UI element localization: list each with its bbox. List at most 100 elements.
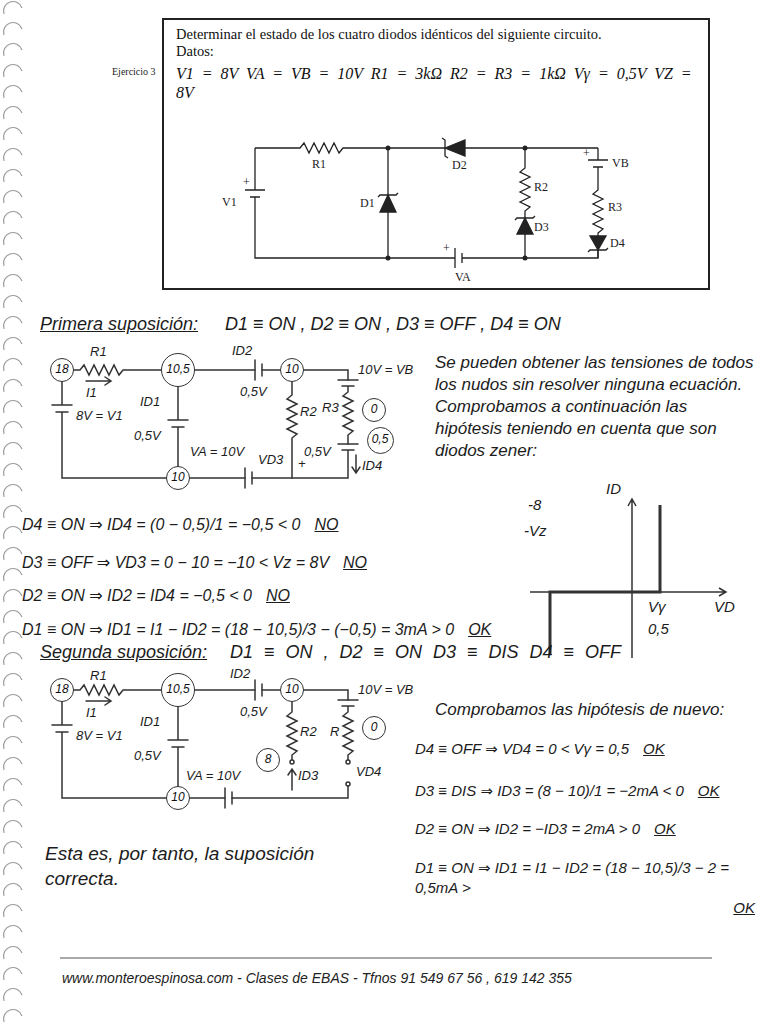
current-name: ID2: [230, 666, 250, 682]
zener-characteristic-graph: [530, 499, 726, 658]
source-value: 8V = V1: [76, 408, 123, 424]
check-line: D2 ≡ ON ⇒ ID2 = −ID3 = 2mA > 0: [415, 820, 640, 838]
polarity-mark: +: [583, 146, 590, 160]
node-voltage: 0: [371, 721, 378, 734]
axis-label: VD: [714, 598, 735, 616]
part-name: R2: [300, 404, 317, 420]
open-terminal: [346, 760, 350, 764]
check-line: D1 ≡ ON ⇒ ID1 = I1 − ID2 = (18 − 10,5)/3…: [22, 620, 454, 639]
diode-symbol: [380, 195, 396, 212]
polarity-mark: +: [243, 175, 250, 189]
part-name: R1: [90, 344, 107, 360]
second-assumption-circuit: [52, 680, 358, 808]
resistor-symbol: [287, 370, 297, 478]
zener-bar: [515, 216, 535, 220]
current-name: I1: [86, 385, 97, 401]
check-line: D1 ≡ ON ⇒ ID1 = I1 − ID2 = (18 − 10,5)/3…: [415, 858, 745, 897]
part-name: R3: [608, 200, 622, 214]
axis-value: 0,5: [648, 620, 669, 638]
first-assumption-circuit: [52, 360, 360, 488]
part-name: D2: [452, 158, 467, 172]
check-line: D3 ≡ OFF ⇒ VD3 = 0 − 10 = −10 < Vz = 8V: [22, 553, 329, 572]
characteristic-curve: [550, 505, 660, 655]
node-voltage: 0,5: [372, 433, 389, 446]
open-terminal: [346, 782, 350, 786]
part-name: R2: [534, 180, 548, 194]
current-name: ID2: [232, 343, 252, 359]
check-heading: Comprobamos las hipótesis de nuevo:: [435, 700, 724, 720]
footer-rule: [60, 958, 712, 959]
source-value: 0,5V: [240, 384, 267, 400]
circled-node-voltage: 10: [166, 466, 190, 490]
verdict: NO: [266, 586, 290, 605]
axis-label: ID: [606, 480, 621, 498]
circled-node-voltage: 10: [166, 786, 190, 810]
node-voltage: 10: [171, 471, 184, 484]
voltage-name: VD4: [356, 764, 381, 780]
current-name: ID1: [140, 714, 160, 730]
current-name: I1: [86, 705, 97, 721]
circled-node-voltage: 10: [280, 678, 304, 702]
zener-bar: [442, 138, 448, 158]
part-name: D3: [534, 220, 549, 234]
open-terminal: [290, 760, 294, 764]
part-name: V1: [222, 195, 237, 209]
verdict: OK: [733, 899, 755, 917]
source-value: 0,5V: [134, 428, 161, 444]
node-voltage: 10: [285, 683, 298, 696]
part-name: R: [330, 724, 339, 740]
resistor-symbol: [338, 700, 358, 762]
verdict: OK: [698, 782, 720, 800]
assumption-heading: Segunda suposición:: [40, 642, 207, 664]
diode-symbol: [590, 236, 606, 250]
assumption-states: D1 ≡ ON , D2 ≡ ON , D3 ≡ OFF , D4 ≡ ON: [225, 314, 561, 336]
part-name: R1: [312, 157, 326, 171]
part-name: R3: [322, 400, 339, 416]
wire: [245, 148, 598, 258]
voltage-name: VD3: [258, 452, 283, 468]
verdict: OK: [643, 740, 665, 758]
problem-statement: Determinar el estado de los cuatro diodo…: [176, 26, 696, 43]
current-name: ID3: [298, 768, 318, 784]
part-name: D1: [360, 196, 375, 210]
circled-node-voltage: 10,5: [161, 673, 195, 707]
circled-node-voltage: 0: [362, 398, 386, 422]
node-voltage: 0: [371, 403, 378, 416]
circled-node-voltage: 18: [50, 678, 74, 702]
conclusion-note: Esta es, por tanto, la suposición correc…: [45, 842, 345, 891]
circled-node-voltage: 18: [50, 358, 74, 382]
source-value: VA = 10V: [186, 768, 240, 784]
battery-symbol: [225, 788, 232, 808]
data-heading: Datos:: [176, 43, 696, 60]
assumption-heading: Primera suposición:: [40, 314, 198, 336]
circled-node-voltage: 10: [280, 358, 304, 382]
part-name: D4: [610, 236, 625, 250]
problem-circuit: [245, 138, 608, 268]
part-name: R1: [90, 668, 107, 684]
verdict: OK: [468, 620, 491, 639]
source-value: 0,5V: [134, 748, 161, 764]
spiral-binding: [0, 0, 30, 1024]
axis-value: -8: [528, 496, 541, 514]
axis-value: Vγ: [648, 598, 666, 616]
node-voltage: 10: [285, 363, 298, 376]
battery-symbol: [455, 248, 462, 268]
wire: [52, 370, 358, 478]
zener-bar: [588, 248, 608, 252]
battery-symbol: [255, 680, 262, 700]
source-value: VA = 10V: [190, 444, 244, 460]
node-voltage: 8: [265, 753, 272, 766]
junction-dot: [523, 256, 528, 261]
verdict: NO: [343, 553, 367, 572]
battery-symbol: [245, 468, 252, 488]
source-value: 0,5V: [240, 704, 267, 720]
footer-contact: www.monteroespinosa.com - Clases de EBAS…: [62, 970, 572, 987]
resistor-symbol: [338, 380, 358, 444]
node-voltage: 10,5: [166, 363, 189, 376]
verdict: NO: [314, 515, 338, 534]
diode-symbol: [517, 218, 533, 234]
assumption-states: D1 ≡ ON , D2 ≡ ON D3 ≡ DIS D4 ≡ OFF: [230, 642, 621, 664]
part-name: VB: [612, 156, 629, 170]
source-value: 0,5V: [304, 444, 331, 460]
